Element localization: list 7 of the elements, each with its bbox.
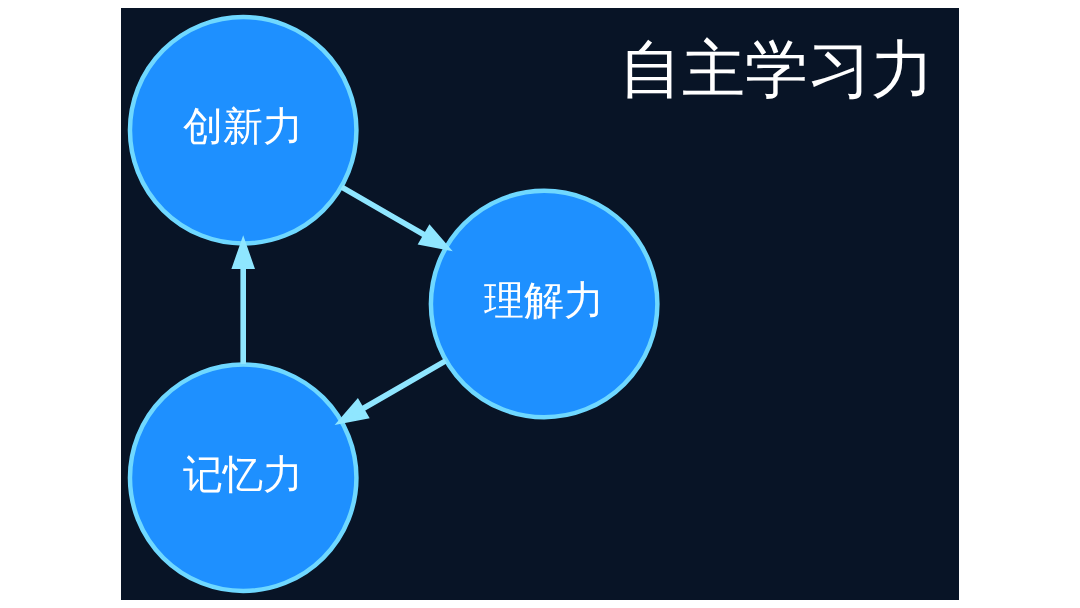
arrow (334, 358, 447, 425)
label: 自主学习力 (618, 32, 934, 106)
arrow (340, 184, 453, 252)
node-circle: 创新力 (127, 14, 359, 246)
node-circle: 记忆力 (127, 362, 359, 594)
arrow (231, 235, 255, 364)
node-circle: 理解力 (428, 188, 660, 420)
